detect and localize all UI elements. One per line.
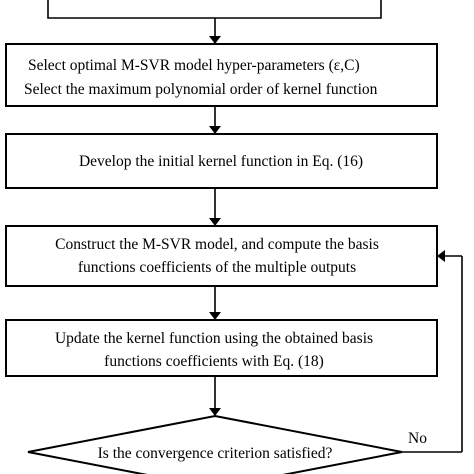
step-update-kernel-line-1: Update the kernel function using the obt… — [55, 330, 373, 347]
no-branch-label: No — [408, 430, 427, 447]
arrowhead — [437, 250, 445, 262]
step-construct-model-box: Construct the M-SVR model, and compute t… — [5, 225, 438, 287]
decision-diamond-outline — [27, 414, 403, 474]
step-box-outline — [5, 319, 438, 377]
step-hyperparameters-box: Select optimal M-SVR model hyper-paramet… — [5, 43, 438, 107]
step-update-kernel-box: Update the kernel function using the obt… — [5, 319, 438, 377]
arrowhead — [209, 312, 221, 320]
step-update-kernel-line-2: functions coefficients with Eq. (18) — [104, 353, 324, 370]
arrow-construct-model-to-update-kernel — [209, 286, 221, 320]
step-construct-model-line-2: functions coefficients of the multiple o… — [78, 259, 356, 276]
step-hyperparameters-line-2: Select the maximum polynomial order of k… — [24, 81, 378, 98]
step-hyperparameters-line-1: Select optimal M-SVR model hyper-paramet… — [28, 57, 360, 74]
step-box-outline — [5, 133, 438, 189]
step-initial-kernel-line-1: Develop the initial kernel function in E… — [79, 153, 363, 170]
arrow-hyperparameters-to-initial-kernel — [209, 106, 221, 134]
decision-question: Is the convergence criterion satisfied? — [98, 445, 333, 462]
step-initial-kernel-box: Develop the initial kernel function in E… — [5, 133, 438, 189]
arrowhead — [209, 408, 221, 416]
arrowhead — [209, 126, 221, 134]
arrow-initial-kernel-to-construct-model — [209, 188, 221, 226]
arrow-top-to-hyperparameters — [209, 18, 221, 44]
decision-diamond: Is the convergence criterion satisfied? — [27, 414, 403, 474]
arrowhead — [209, 36, 221, 44]
no-feedback-loop: No — [402, 250, 463, 453]
top-step-box — [47, 0, 382, 19]
top-step-outline — [47, 0, 382, 19]
step-box-outline — [5, 225, 438, 287]
step-box-outline — [5, 43, 438, 107]
arrow-update-kernel-to-decision — [209, 376, 221, 416]
step-construct-model-line-1: Construct the M-SVR model, and compute t… — [55, 236, 379, 253]
arrowhead — [209, 218, 221, 226]
